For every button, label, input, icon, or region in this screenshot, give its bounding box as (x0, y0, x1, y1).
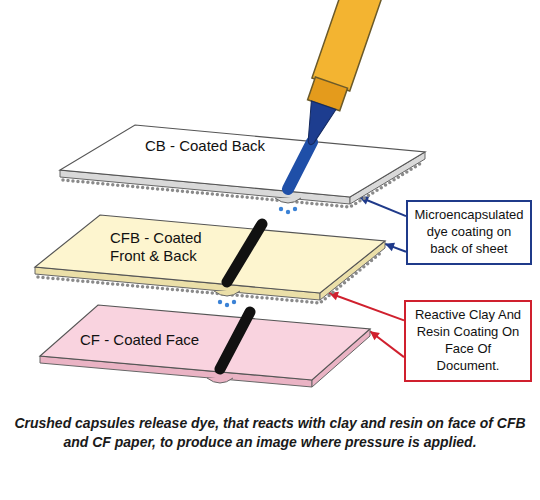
arrow-head (385, 243, 395, 251)
sheet-label: CB - Coated Back (145, 137, 265, 155)
arrow-head (370, 331, 380, 340)
sheet-label: CF - Coated Face (80, 331, 199, 349)
sheet-label: CFB - Coated Front & Back (110, 229, 215, 265)
leader-line (370, 331, 404, 357)
callout-text: Reactive Clay And Resin Coating On Face … (412, 307, 524, 375)
leader-arrow (359, 196, 406, 216)
callout-text: Microencapsulated dye coating on back of… (414, 207, 524, 258)
paper-sheet: CB - Coated Back (60, 125, 425, 197)
sheet-outline (35, 215, 385, 293)
sheet-outline (60, 125, 425, 197)
leader-arrow (329, 292, 404, 321)
leader-arrow (385, 243, 406, 252)
paper-sheet: CFB - Coated Front & Back (35, 215, 385, 293)
paper-sheet: CF - Coated Face (40, 305, 370, 380)
callout-box: Reactive Clay And Resin Coating On Face … (404, 300, 532, 382)
caption: Crushed capsules release dye, that react… (10, 414, 530, 452)
leader-arrow (370, 331, 404, 357)
leader-line (329, 293, 404, 320)
leader-line (359, 197, 406, 216)
pen (291, 0, 410, 151)
callout-box: Microencapsulated dye coating on back of… (406, 200, 532, 265)
